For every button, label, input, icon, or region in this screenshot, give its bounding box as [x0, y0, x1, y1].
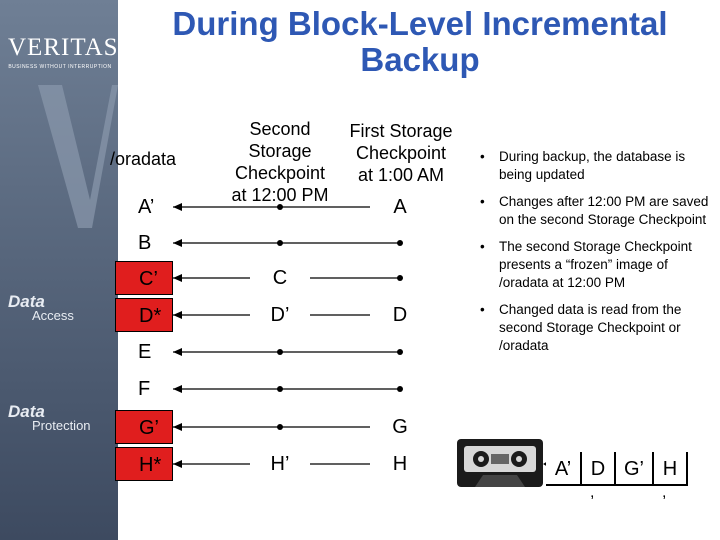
pointer-arrowhead: [173, 239, 182, 247]
first-checkpoint-block: D: [370, 301, 430, 329]
pointer-arrowhead: [173, 348, 182, 356]
second-checkpoint-pointer-dot: [277, 240, 283, 246]
data-protection-label: Data Protection: [8, 402, 91, 433]
second-checkpoint-header: Second Storage Checkpoint at 12:00 PM: [231, 119, 329, 205]
brand-wordmark: VERITAS: [8, 34, 119, 61]
brand-tagline: BUSINESS WITHOUT INTERRUPTION: [8, 64, 112, 70]
backup-image-block: A’: [546, 452, 582, 486]
first-checkpoint-pointer-dot: [397, 275, 403, 281]
slide-title: During Block-Level Incremental Backup: [172, 5, 668, 78]
watermark-v-shape: [38, 85, 118, 228]
sidebar: VERITAS BUSINESS WITHOUT INTERRUPTION Da…: [0, 0, 118, 540]
oradata-block: E: [138, 341, 152, 363]
bullet-item: •Changes after 12:00 PM are saved on the…: [480, 194, 709, 227]
data-access-label: Data Access: [8, 292, 74, 323]
block-prime-mark: ,: [662, 484, 667, 501]
first-checkpoint-pointer-dot: [397, 386, 403, 392]
first-checkpoint-block: A: [370, 193, 430, 221]
pointer-arrowhead: [173, 311, 182, 319]
second-checkpoint-block: D’: [250, 301, 310, 329]
second-checkpoint-pointer-dot: [277, 424, 283, 430]
backup-image-block: H: [654, 452, 688, 486]
second-checkpoint-pointer-dot: [277, 386, 283, 392]
backup-image-block: G’: [616, 452, 654, 486]
oradata-block: B: [138, 232, 152, 254]
bullet-item: •Changed data is read from the second St…: [480, 302, 682, 353]
pointer-arrowhead: [173, 460, 182, 468]
pointer-arrowhead: [173, 203, 182, 211]
first-checkpoint-pointer-dot: [397, 349, 403, 355]
oradata-block: G’: [115, 410, 173, 444]
oradata-block: C’: [115, 261, 173, 295]
bullet-item: •The second Storage Checkpoint presents …: [480, 239, 692, 290]
oradata-block: A’: [138, 196, 155, 218]
cassette-tape-icon: [457, 439, 543, 487]
second-checkpoint-pointer-dot: [277, 204, 283, 210]
first-checkpoint-header: First Storage Checkpoint at 1:00 AM: [349, 121, 453, 185]
first-checkpoint-block: G: [370, 413, 430, 441]
explanation-bullets: •During backup, the database is being up…: [477, 148, 713, 364]
pointer-arrowhead: [173, 385, 182, 393]
veritas-logo: VERITAS BUSINESS WITHOUT INTERRUPTION: [8, 34, 119, 70]
first-checkpoint-pointer-dot: [397, 240, 403, 246]
second-checkpoint-block: C: [250, 264, 310, 292]
oradata-header: /oradata: [110, 149, 177, 169]
oradata-block: F: [138, 378, 151, 400]
pointer-arrowhead: [173, 274, 182, 282]
pointer-arrowhead: [173, 423, 182, 431]
oradata-block: D*: [115, 298, 173, 332]
second-checkpoint-block: H’: [250, 450, 310, 478]
second-checkpoint-pointer-dot: [277, 349, 283, 355]
oradata-block: H*: [115, 447, 173, 481]
block-prime-mark: ,: [590, 484, 595, 501]
bullet-item: •During backup, the database is being up…: [480, 149, 686, 182]
backup-image-block: D: [582, 452, 616, 486]
first-checkpoint-block: H: [370, 450, 430, 478]
